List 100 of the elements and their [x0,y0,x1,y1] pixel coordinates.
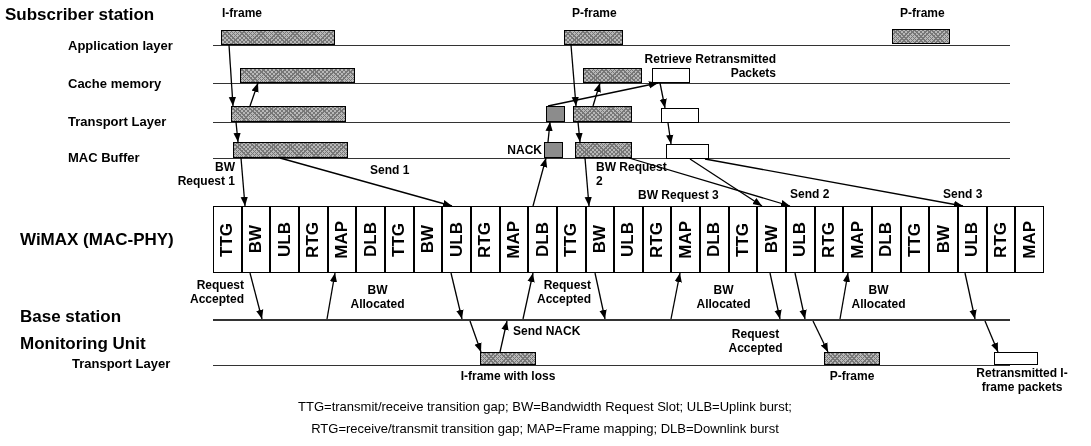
edge-label: BW Request 1 [176,160,235,188]
frame-slot: BW [757,206,787,273]
frame-slot: RTG [814,206,844,273]
frame-slot: DLB [700,206,729,273]
frame-caption: I-frame [222,6,263,20]
definition-note: TTG=transmit/receive transition gap; BW=Bandwidth Request Slot; ULB=Uplink burst; RTG=receive/transmit transition gap; MAP=Frame mapping; DLB=Downlink burst [297,398,793,438]
heading: Subscriber station [5,4,156,25]
edge-label: BW Request 3 [638,188,719,202]
frame-bar [573,106,632,122]
frame-caption: P-frame [828,369,876,383]
lane-label: Cache memory [68,75,163,92]
frame-slot: ULB [270,206,299,273]
empty-packet-bar [652,68,690,83]
arrow [659,82,667,109]
frame-bar [583,68,642,83]
arrow [326,272,338,320]
frame-slot: DLB [872,206,901,273]
heading: WiMAX (MAC-PHY) [20,229,175,250]
arrow [704,158,964,208]
arrow [670,272,682,320]
arrow [240,157,248,207]
frame-caption: I-frame with loss [459,369,557,383]
frame-slot: MAP [843,206,873,273]
heading: Base station [20,306,123,327]
arrow [794,272,807,320]
frame-slot: RTG [470,206,500,273]
nack-bar [544,142,563,158]
arrow [984,320,999,353]
frame-caption: Retransmitted I-frame packets [975,366,1069,394]
frame-caption: P-frame [900,6,946,20]
frame-slot: TTG [900,206,930,273]
frame-slot: BW [413,206,443,273]
arrow [628,157,791,207]
arrow [689,158,763,207]
frame-caption: Retrieve Retransmitted Packets [643,52,776,80]
edge-label: BW Allocated [850,283,907,311]
arrow [769,272,782,320]
frame-bar [575,142,632,158]
arrow [279,157,453,208]
arrow [592,82,601,107]
arrow [839,272,851,320]
arrow [499,320,509,353]
frame-slot: BW [929,206,958,273]
frame-slot: BW [241,206,271,273]
arrow [249,82,259,107]
frame-slot: TTG [213,206,242,273]
frame-slot: MAP [671,206,701,273]
frame-slot: MAP [1015,206,1044,273]
arrow [249,272,264,320]
frame-slot: ULB [614,206,643,273]
arrow [575,121,583,143]
edge-label: Request Accepted [535,278,591,306]
frame-bar [231,106,346,122]
frame-slot: TTG [728,206,758,273]
nack-bar [546,106,565,122]
edge-label: Send 3 [943,187,983,201]
edge-label: BW Allocated [349,283,406,311]
edge-label: Send 1 [370,163,410,177]
frame-slot: RTG [986,206,1016,273]
arrow [450,272,464,320]
lane-line [213,319,1010,321]
frame-slot: ULB [442,206,471,273]
frame-slot: ULB [786,206,815,273]
frame-caption: NACK [506,143,542,157]
edge-label: BW Request 2 [596,160,668,188]
arrow [812,320,829,353]
arrow [545,121,553,143]
edge-label: Send 2 [790,187,830,201]
empty-packet-bar [666,144,709,159]
frame-bar [480,352,536,365]
empty-packet-bar [661,108,699,123]
edge-label: Send NACK [513,324,581,338]
arrow [228,44,237,107]
empty-packet-bar [994,352,1038,365]
arrow [570,44,579,107]
edge-label: BW Allocated [695,283,752,311]
frame-caption: P-frame [572,6,618,20]
arrow [594,272,607,320]
frame-bar [824,352,880,365]
lane-label: MAC Buffer [68,149,141,166]
frame-slot: ULB [958,206,987,273]
lane-label: Application layer [68,37,174,54]
frame-bar [233,142,348,158]
frame-slot: DLB [528,206,557,273]
frame-slot: MAP [499,206,529,273]
arrow [233,121,241,143]
arrow [469,320,482,353]
frame-bar [221,30,335,45]
arrow [964,272,977,320]
edge-label: Request Accepted [188,278,244,306]
edge-label: Request Accepted [727,327,784,355]
frame-slot: TTG [556,206,586,273]
frame-slot: DLB [356,206,385,273]
frame-bar [240,68,355,83]
arrow [547,81,659,107]
heading: Monitoring Unit [20,333,147,354]
arrow [532,157,548,207]
arrow [666,122,674,145]
lane-label: Transport Layer [72,355,172,372]
frame-slot: RTG [298,206,328,273]
